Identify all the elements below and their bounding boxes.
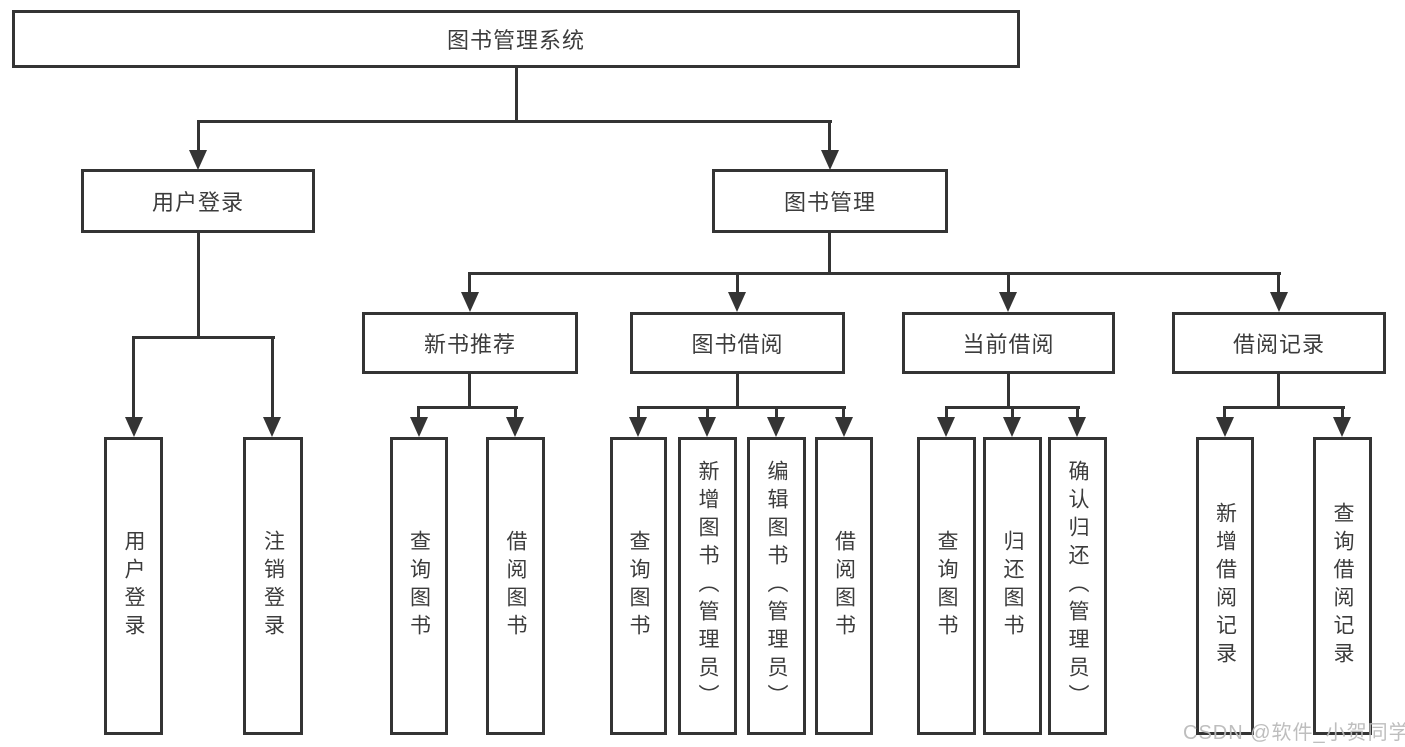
- connector-line: [1223, 406, 1345, 409]
- arrow-down-icon: [767, 417, 785, 437]
- leaf-edit-book-admin-label: 编辑图书（管理员）: [765, 460, 788, 712]
- leaf-confirm-return-admin: 确认归还（管理员）: [1048, 437, 1107, 735]
- arrow-down-icon: [189, 150, 207, 170]
- connector-line: [468, 272, 1281, 275]
- arrow-down-icon: [698, 417, 716, 437]
- leaf-add-borrow-record: 新增借阅记录: [1196, 437, 1254, 735]
- connector-line: [197, 233, 200, 339]
- connector-line: [1277, 272, 1280, 296]
- leaf-borrow-book-recommend-label: 借阅图书: [504, 530, 527, 642]
- connector-line: [132, 336, 135, 421]
- leaf-add-borrow-record-label: 新增借阅记录: [1213, 502, 1237, 670]
- connector-line: [1011, 406, 1014, 422]
- leaf-add-book-admin-label: 新增图书（管理员）: [696, 460, 719, 712]
- leaf-user-login: 用户登录: [104, 437, 163, 735]
- node-user-login-label: 用户登录: [151, 190, 244, 215]
- node-book-borrowing-label: 图书借阅: [691, 332, 784, 357]
- connector-line: [468, 374, 471, 409]
- connector-line: [637, 406, 846, 409]
- arrow-down-icon: [263, 417, 281, 437]
- arrow-down-icon: [461, 292, 479, 312]
- arrow-down-icon: [506, 417, 524, 437]
- arrow-down-icon: [125, 417, 143, 437]
- node-new-book-recommend-label: 新书推荐: [423, 332, 516, 357]
- connector-line: [828, 233, 831, 275]
- connector-line: [736, 272, 739, 296]
- connector-line: [417, 406, 420, 422]
- connector-line: [1007, 374, 1010, 409]
- leaf-user-login-label: 用户登录: [122, 530, 145, 642]
- arrow-down-icon: [1270, 292, 1288, 312]
- arrow-down-icon: [1068, 417, 1086, 437]
- node-book-management: 图书管理: [712, 169, 948, 233]
- connector-line: [132, 336, 275, 339]
- connector-line: [706, 406, 709, 422]
- connector-line: [736, 374, 739, 409]
- node-library-system: 图书管理系统: [12, 10, 1020, 68]
- leaf-query-borrow-record: 查询借阅记录: [1313, 437, 1372, 735]
- arrow-down-icon: [999, 292, 1017, 312]
- connector-line: [417, 406, 518, 409]
- arrow-down-icon: [410, 417, 428, 437]
- node-library-system-label: 图书管理系统: [446, 28, 585, 53]
- leaf-query-book-recommend-label: 查询图书: [407, 530, 431, 642]
- node-current-borrowing: 当前借阅: [902, 312, 1115, 374]
- arrow-down-icon: [728, 292, 746, 312]
- connector-line: [1277, 374, 1280, 409]
- arrow-down-icon: [1216, 417, 1234, 437]
- connector-line: [197, 120, 200, 152]
- leaf-logout-label: 注销登录: [261, 530, 285, 642]
- arrow-down-icon: [835, 417, 853, 437]
- leaf-borrow-book-borrowing: 借阅图书: [815, 437, 873, 735]
- arrow-down-icon: [821, 150, 839, 170]
- node-book-management-label: 图书管理: [783, 190, 876, 215]
- connector-line: [637, 406, 640, 422]
- connector-line: [828, 120, 831, 152]
- connector-line: [1076, 406, 1079, 422]
- leaf-borrow-book-borrowing-label: 借阅图书: [832, 530, 856, 642]
- arrow-down-icon: [1003, 417, 1021, 437]
- node-borrow-records-label: 借阅记录: [1232, 332, 1325, 357]
- leaf-query-book-current: 查询图书: [917, 437, 976, 735]
- leaf-return-book: 归还图书: [983, 437, 1042, 735]
- leaf-return-book-label: 归还图书: [1001, 530, 1024, 642]
- leaf-query-book-borrowing-label: 查询图书: [627, 530, 650, 642]
- connector-line: [514, 406, 517, 422]
- arrow-down-icon: [937, 417, 955, 437]
- leaf-query-book-current-label: 查询图书: [935, 530, 958, 642]
- node-borrow-records: 借阅记录: [1172, 312, 1386, 374]
- node-user-login: 用户登录: [81, 169, 315, 233]
- leaf-confirm-return-admin-label: 确认归还（管理员）: [1066, 460, 1089, 712]
- node-current-borrowing-label: 当前借阅: [962, 332, 1055, 357]
- leaf-edit-book-admin: 编辑图书（管理员）: [747, 437, 806, 735]
- connector-line: [197, 120, 832, 123]
- leaf-add-book-admin: 新增图书（管理员）: [678, 437, 737, 735]
- connector-line: [775, 406, 778, 422]
- leaf-query-borrow-record-label: 查询借阅记录: [1331, 502, 1354, 670]
- node-book-borrowing: 图书借阅: [630, 312, 845, 374]
- csdn-watermark: CSDN @软件_小贺同学: [1183, 722, 1405, 744]
- arrow-down-icon: [1333, 417, 1351, 437]
- connector-line: [1223, 406, 1226, 422]
- connector-line: [842, 406, 845, 422]
- connector-line: [515, 68, 518, 123]
- connector-line: [1341, 406, 1344, 422]
- leaf-borrow-book-recommend: 借阅图书: [486, 437, 545, 735]
- leaf-query-book-recommend: 查询图书: [390, 437, 448, 735]
- connector-line: [1007, 272, 1010, 296]
- arrow-down-icon: [629, 417, 647, 437]
- leaf-query-book-borrowing: 查询图书: [610, 437, 667, 735]
- connector-line: [468, 272, 471, 296]
- leaf-logout: 注销登录: [243, 437, 303, 735]
- connector-line: [945, 406, 948, 422]
- connector-line: [271, 336, 274, 421]
- node-new-book-recommend: 新书推荐: [362, 312, 578, 374]
